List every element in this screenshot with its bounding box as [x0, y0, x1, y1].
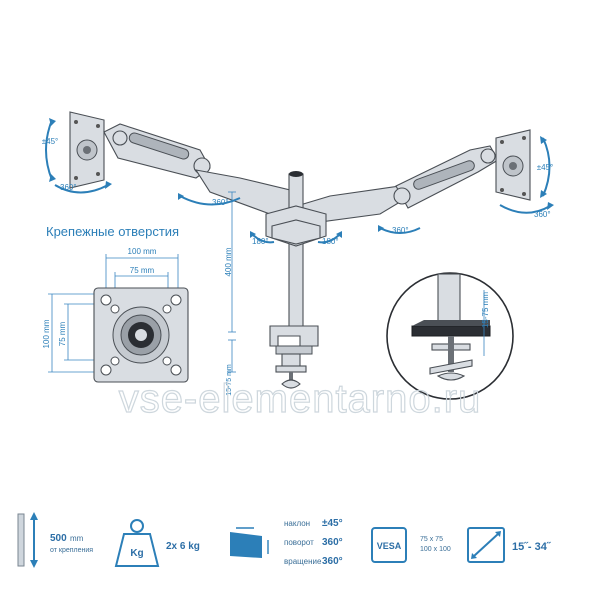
right-arm: [298, 145, 499, 223]
left-arm-rotation-arrow: [178, 193, 241, 206]
left-tilt-arrow: [45, 118, 56, 182]
left-joint-label: 180°: [252, 237, 269, 246]
vesa-outer-width-label: 100 mm: [128, 247, 157, 256]
screen-size-value: 15˝- 34˝: [512, 541, 552, 553]
vesa-plate-title: Крепежные отверстия: [46, 224, 179, 239]
weight-icon: [114, 519, 160, 567]
spec-reach: [17, 512, 38, 568]
right-joint-label: 180°: [322, 237, 339, 246]
swivel-value: 360°: [322, 537, 343, 548]
weight-value: 2x 6 kg: [166, 541, 200, 552]
vesa-inner-height-label: 75 mm: [58, 321, 67, 346]
left-tilt-label: ±45°: [42, 137, 59, 146]
right-swivel-label: 360°: [534, 210, 551, 219]
weight-icon-label: Kg: [130, 548, 143, 559]
right-tilt-label: ±45°: [537, 163, 554, 172]
left-arm-rotation-label: 360°: [212, 198, 229, 207]
vesa-size-small: 75 x 75: [420, 536, 443, 543]
tilt-value: ±45°: [322, 518, 343, 529]
vesa-outer-height-label: 100 mm: [42, 319, 51, 348]
center-joint-arrows: [250, 231, 342, 244]
left-arm: [103, 123, 297, 215]
vesa-icon-label: VESA: [377, 541, 402, 551]
right-swivel-arrow: [499, 202, 554, 214]
swivel-label: поворот: [284, 538, 314, 547]
clamp-dimension-label: 15-75 mm: [226, 364, 233, 396]
clamp-detail-dimension-label: 15-75 mm: [481, 292, 490, 328]
reach-unit: mm: [70, 534, 84, 543]
center-hub: [265, 205, 327, 247]
height-dimension-label: 400 mm: [224, 247, 233, 276]
clamp-detail: [386, 272, 514, 400]
watermark: vse-elementarno.ru: [119, 377, 482, 421]
vesa-plate: [93, 287, 189, 383]
right-arm-rotation-label: 360°: [392, 226, 409, 235]
pole: [288, 171, 304, 331]
monitor-rotation-icon: [230, 527, 269, 558]
screen-size-icon: [467, 527, 505, 563]
left-swivel-arrow: [54, 181, 112, 194]
right-tilt-arrow: [540, 136, 551, 198]
reach-value: 500: [50, 533, 67, 544]
rotate-value: 360°: [322, 556, 343, 567]
reach-caption: от крепления: [50, 547, 93, 554]
height-dimension: [228, 191, 236, 333]
left-vesa-head: [69, 111, 105, 189]
vesa-inner-width-label: 75 mm: [130, 266, 155, 275]
tilt-label: наклон: [284, 519, 310, 528]
vesa-size-large: 100 x 100: [420, 546, 451, 553]
right-vesa-head: [495, 129, 531, 201]
rotate-label: вращение: [284, 557, 322, 566]
right-arm-rotation-arrow: [378, 225, 421, 234]
clamp-dimension: [228, 339, 236, 373]
desk-clamp: [269, 325, 319, 389]
vesa-icon: [371, 527, 407, 563]
left-swivel-label: 360°: [60, 183, 77, 192]
